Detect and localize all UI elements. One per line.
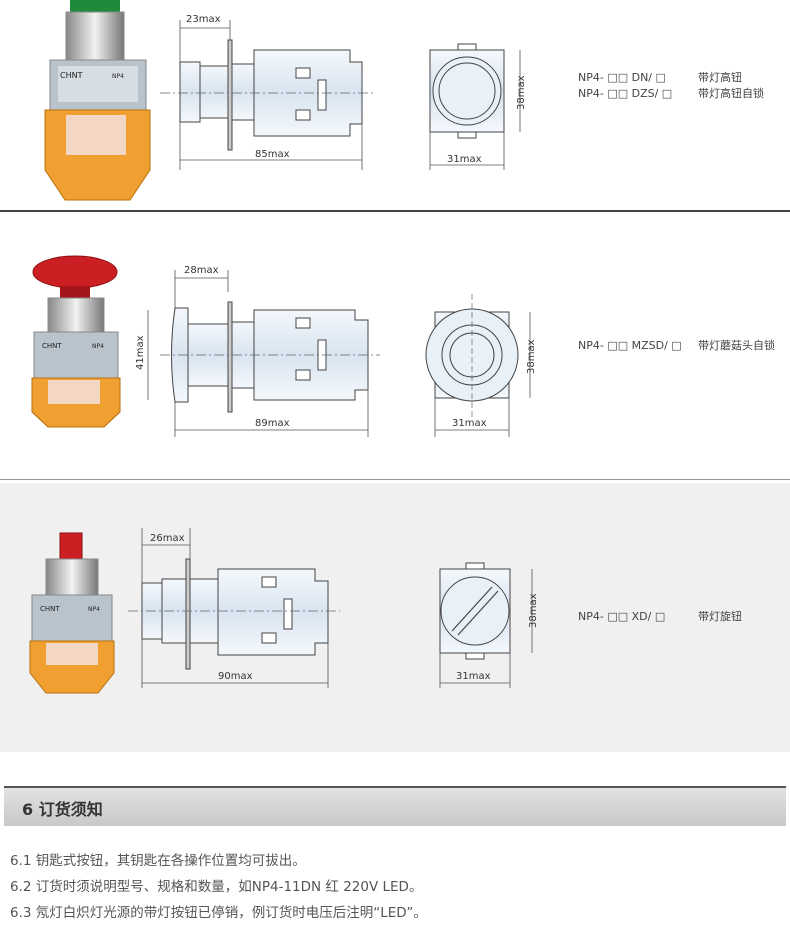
model-list-3: NP4- □□ XD/ □带灯旋钮 xyxy=(578,609,742,625)
section-title: 6 订货须知 xyxy=(22,800,103,819)
side-view-1: 23max 85max xyxy=(160,14,375,170)
label-brand-2: CHNT xyxy=(42,342,62,350)
note-item: 6.1 钥匙式按钮，其钥匙在各操作位置均可拔出。 xyxy=(10,853,306,869)
dim-height-2: 38max xyxy=(526,339,537,374)
product-photo-red-knob-button: CHNT NP4 xyxy=(29,532,115,694)
dim-width-1: 31max xyxy=(447,154,482,165)
dim-top-2: 28max xyxy=(184,265,219,276)
product-row-2: CHNT NP4 28max 41max 89max xyxy=(0,212,790,477)
side-view-2: 28max 41max 89max xyxy=(135,265,380,437)
dim-height-1: 38max xyxy=(516,75,527,110)
note-item: 6.3 氖灯白炽灯光源的带灯按钮已停销，例订货时电压后注明“LED”。 xyxy=(10,905,427,921)
dim-length-2: 89max xyxy=(255,418,290,429)
product-row-1: CHNT NP4 23max 85max xyxy=(0,0,790,210)
drawing-row-3: CHNT NP4 26max 90max xyxy=(29,528,539,694)
model-list-1: NP4- □□ DN/ □带灯高钮 NP4- □□ DZS/ □带灯高钮自锁 xyxy=(578,70,764,102)
model-item: NP4- □□ XD/ □带灯旋钮 xyxy=(578,610,742,623)
dim-left-height-2: 41max xyxy=(135,335,146,370)
front-view-3: 38max 31max xyxy=(439,562,539,688)
dim-length-3: 90max xyxy=(218,671,253,682)
front-view-1: 38max 31max xyxy=(429,43,527,170)
dim-top-1: 23max xyxy=(186,14,221,25)
side-view-3: 26max 90max xyxy=(128,528,340,688)
model-item: NP4- □□ DZS/ □带灯高钮自锁 xyxy=(578,87,764,100)
model-item: NP4- □□ MZSD/ □带灯蘑菇头自锁 xyxy=(578,339,775,352)
divider-2 xyxy=(0,479,790,480)
label-model-3: NP4 xyxy=(88,606,100,613)
product-photo-red-mushroom-button: CHNT NP4 xyxy=(31,255,121,428)
dim-width-2: 31max xyxy=(452,418,487,429)
product-photo-green-button: CHNT NP4 xyxy=(44,0,151,201)
drawing-row-2: CHNT NP4 28max 41max 89max xyxy=(31,255,537,437)
drawing-row-1: CHNT NP4 23max 85max xyxy=(44,0,527,201)
label-brand-1: CHNT xyxy=(60,71,83,80)
section-header: 6 订货须知 xyxy=(4,786,786,826)
product-row-3: CHNT NP4 26max 90max xyxy=(0,483,790,752)
ordering-notes: 6.1 钥匙式按钮，其钥匙在各操作位置均可拔出。 6.2 订货时须说明型号、规格… xyxy=(10,848,427,926)
model-item: NP4- □□ DN/ □带灯高钮 xyxy=(578,71,742,84)
model-list-2: NP4- □□ MZSD/ □带灯蘑菇头自锁 xyxy=(578,338,775,354)
dim-top-3: 26max xyxy=(150,533,185,544)
label-model-2: NP4 xyxy=(92,343,104,350)
label-model-1: NP4 xyxy=(112,73,124,80)
dim-width-3: 31max xyxy=(456,671,491,682)
dim-height-3: 38max xyxy=(528,593,539,628)
divider-1 xyxy=(0,210,790,212)
dim-length-1: 85max xyxy=(255,149,290,160)
label-brand-3: CHNT xyxy=(40,605,60,613)
note-item: 6.2 订货时须说明型号、规格和数量，如NP4-11DN 红 220V LED。 xyxy=(10,879,423,895)
front-view-2: 38max 31max xyxy=(425,294,537,437)
